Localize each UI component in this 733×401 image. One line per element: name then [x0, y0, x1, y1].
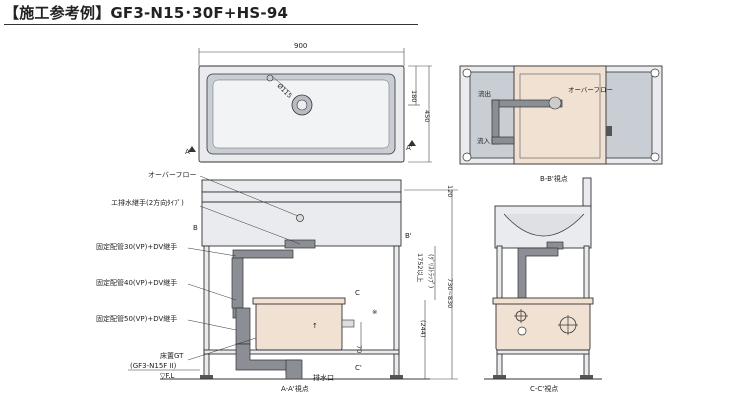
label-reducer: エ排水継手(2方向ﾀｲﾌﾟ): [111, 198, 184, 207]
grease-trap-body: [255, 302, 343, 351]
dim-900: 900: [294, 42, 307, 50]
leader-overflow: [199, 175, 299, 217]
dim-star: ※: [372, 308, 377, 316]
arrow-a: [188, 146, 196, 152]
label-drain-outlet: 排水口: [313, 373, 334, 382]
label-pipe40: 固定配管40(VP)+DV継手: [96, 278, 177, 287]
leader-reducer: [199, 205, 301, 245]
dim-120: 120: [446, 185, 454, 197]
label-floor-gt: 床置GT: [160, 351, 184, 360]
leg-left: [203, 245, 210, 377]
label-pipe50: 固定配管50(VP)+DV継手: [96, 314, 177, 323]
label-overflow: オーバーフロー: [148, 171, 197, 179]
title-underline: [4, 24, 418, 25]
bb-leg-tr: [650, 68, 660, 78]
cc-undershelf: [496, 349, 590, 355]
bb-drain-circle: [548, 96, 562, 110]
bb-pipe-in: [491, 136, 515, 145]
label-pipe30: 固定配管30(VP)+DV継手: [96, 242, 177, 251]
overflow-hole: [266, 74, 274, 82]
label-fl: ▽F.L: [160, 372, 175, 380]
label-cc-view: C-C'視点: [530, 384, 558, 393]
foot-right: [390, 375, 403, 379]
page-title: 【施工参考例】GF3-N15･30F+HS-94: [4, 4, 289, 22]
drain-outlet-pipe: [285, 359, 303, 380]
dim-1752-note: (ｸﾞﾘｽﾄﾗｯﾌﾟ): [427, 254, 435, 288]
dim-450: 450: [423, 110, 431, 122]
bb-section-view: 流出 流入 オーバーフロー B-B'視点: [459, 65, 663, 183]
bb-outlet-fitting: [606, 126, 612, 136]
bb-leg-bl: [462, 152, 472, 162]
dim-70: 70: [355, 345, 363, 353]
bb-label-inflow: 流入: [477, 136, 491, 145]
section-mark-a-prime: A': [406, 144, 413, 152]
grease-trap-lid: [252, 297, 346, 305]
cc-trap-lid: [492, 297, 594, 305]
backsplash: [201, 179, 402, 193]
cc-sink-bowl: [503, 213, 585, 237]
drain-hole-inner: [296, 99, 308, 111]
cc-foot-left: [493, 375, 506, 379]
cc-section-view: C-C'視点: [484, 177, 602, 393]
arrow-a-prime: [408, 140, 416, 146]
leader-pipe30: [187, 247, 237, 257]
bb-leg-tl: [462, 68, 472, 78]
section-mark-b: B: [193, 224, 198, 232]
bb-label-outflow: 流出: [478, 89, 491, 98]
dia-leader: [271, 75, 291, 93]
top-plan-view: 900 Ø115 180 450 A A': [185, 42, 432, 163]
overflow-port: [296, 214, 304, 222]
dim-1752: 1752以上: [416, 253, 425, 283]
bb-label-overflow: オーバーフロー: [568, 86, 613, 94]
label-floor-model: (GF3-N15F II): [130, 362, 177, 370]
label-aa-view: A-A'視点: [281, 384, 309, 393]
section-mark-c: C: [355, 289, 360, 297]
cc-backsplash: [582, 177, 592, 209]
cc-trap-basket: [517, 326, 527, 336]
leader-floor-gt: [187, 337, 257, 361]
bb-trap-top: [513, 65, 607, 165]
dim-180: 180: [410, 90, 418, 102]
leader-pipe50: [187, 319, 237, 331]
section-mark-a: A: [185, 148, 190, 156]
bb-trap-inner: [519, 73, 601, 159]
cc-pipe: [517, 247, 559, 301]
cc-foot-right: [580, 375, 593, 379]
pipe-50-upper: [235, 307, 251, 345]
leg-right: [393, 245, 400, 377]
pipe-40: [231, 257, 244, 309]
foot-left: [200, 375, 213, 379]
leader-pipe40: [187, 283, 237, 301]
trap-outlet-pipe: [341, 319, 355, 328]
label-bb-view: B-B'視点: [540, 174, 568, 183]
section-mark-b-prime: B': [405, 232, 412, 240]
undershelf-bar: [203, 349, 400, 355]
front-elevation: ↑ 70 ※ (244) 1752以上 (ｸﾞﾘｽﾄﾗｯﾌﾟ) 730~830 …: [96, 171, 458, 393]
dim-244: (244): [419, 320, 427, 337]
trap-arrow-icon: ↑: [312, 322, 318, 330]
bb-leg-br: [650, 152, 660, 162]
dim-730: 730~830: [446, 278, 454, 308]
section-mark-c-prime: C': [355, 364, 362, 372]
